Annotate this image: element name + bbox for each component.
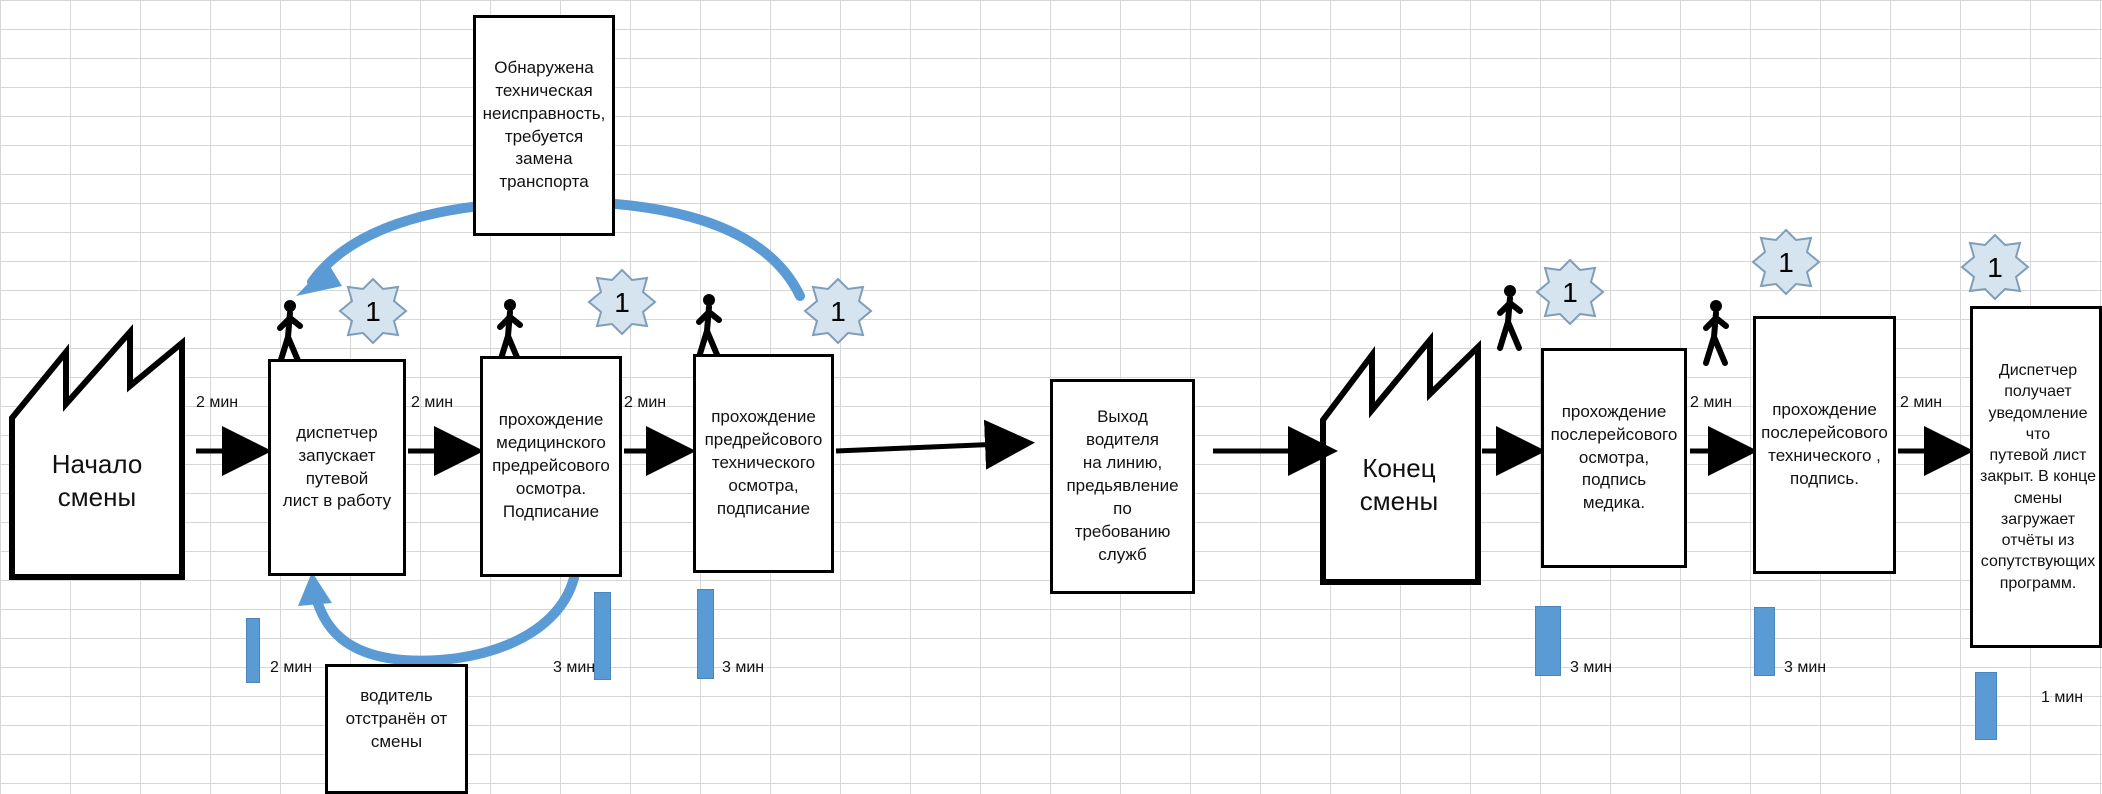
transition-time-label: 2 мин [196, 394, 239, 411]
fault-note-box: Обнаружена техническая неисправность, тр… [473, 15, 615, 236]
duration-label: 2 мин [270, 659, 313, 676]
walking-person-icon [497, 299, 523, 365]
duration-bar [1535, 606, 1561, 676]
medical-post-box: прохождение послерейсового осмотра, подп… [1541, 348, 1687, 568]
transition-time-label: 2 мин [1900, 394, 1943, 411]
removed-note-box: водитель отстранён от смены [325, 664, 468, 794]
duration-bar [697, 589, 714, 679]
end-factory-label: Конец смены [1359, 453, 1439, 516]
star-badge-icon: 1 [1751, 228, 1821, 296]
badge-number: 1 [1562, 277, 1578, 308]
medical-pre-box: прохождение медицинского предрейсового о… [480, 356, 622, 577]
badge-number: 1 [830, 296, 846, 327]
removed-loop-arrowhead [298, 572, 332, 606]
star-badge-icon: 1 [587, 268, 657, 336]
star-badge-icon: 1 [803, 277, 873, 345]
badge-number: 1 [1778, 247, 1794, 278]
dispatcher-end-box: Диспетчер получает уведомление что путев… [1970, 306, 2102, 648]
arrow-technical-to-driver-out [835, 419, 1035, 470]
star-badge-icon: 1 [1960, 233, 2030, 301]
star-badge-icon: 1 [338, 277, 408, 345]
technical-pre-box: прохождение предрейсового технического о… [693, 354, 834, 573]
transition-time-label: 2 мин [411, 394, 454, 411]
walking-person-icon [277, 300, 303, 366]
driver-out-box: Выход водителя на линию, предьявление по… [1050, 379, 1195, 594]
duration-label: 3 мин [1784, 659, 1827, 676]
dispatcher-start-box: диспетчер запускает путевой лист в работ… [268, 359, 406, 576]
duration-bar [246, 618, 260, 683]
badge-number: 1 [1987, 252, 2003, 283]
start-factory-shape [9, 324, 185, 580]
walking-person-icon [1497, 285, 1523, 351]
duration-bar [594, 592, 611, 680]
duration-label: 3 мин [553, 659, 596, 676]
technical-post-box: прохождениe послерейсового технического … [1753, 316, 1896, 574]
duration-label: 3 мин [1570, 659, 1613, 676]
walking-person-icon [696, 294, 722, 360]
star-badge-icon: 1 [1535, 258, 1605, 326]
transition-time-label: 2 мин [1690, 394, 1733, 411]
transition-time-label: 2 мин [624, 394, 667, 411]
duration-bar [1754, 607, 1775, 676]
badge-number: 1 [614, 287, 630, 318]
duration-label: 1 мин [2041, 689, 2084, 706]
walking-person-icon [1703, 300, 1729, 366]
badge-number: 1 [365, 296, 381, 327]
end-factory-shape [1320, 331, 1481, 585]
duration-label: 3 мин [722, 659, 765, 676]
removed-loop-arrow [309, 573, 579, 666]
fault-loop-arrowhead [296, 263, 342, 296]
duration-bar [1975, 672, 1997, 740]
start-factory-label: Начало смены [51, 449, 143, 512]
